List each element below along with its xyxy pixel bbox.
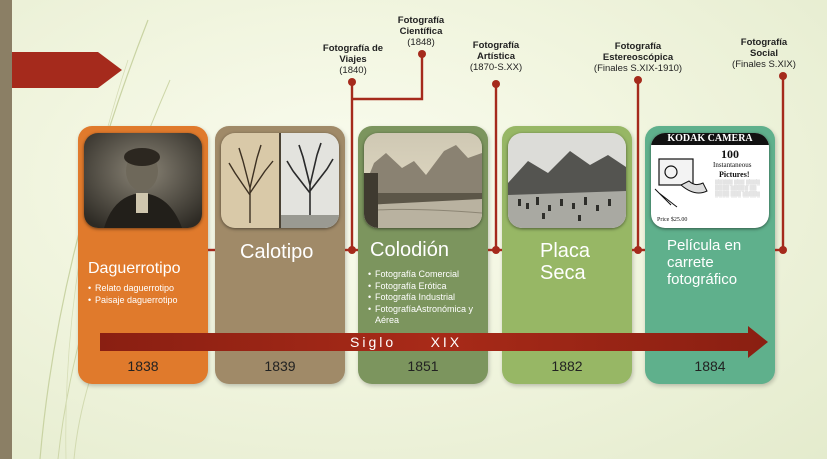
kodak-ad-price: Price $25.00 bbox=[657, 217, 688, 223]
bullet-list: Relato daguerrotipo Paisaje daguerrotipo bbox=[88, 283, 178, 306]
kodak-ad-count: 100 bbox=[721, 147, 739, 161]
card-year: 1882 bbox=[551, 358, 583, 374]
bullet-item: Paisaje daguerrotipo bbox=[88, 295, 178, 307]
kodak-ad-line1: Instantaneous bbox=[713, 161, 752, 169]
label-date: (Finales S.XIX) bbox=[732, 59, 796, 70]
bullet-item: Fotografía Comercial bbox=[368, 269, 486, 281]
card-title: Colodión bbox=[370, 239, 449, 261]
card-pelicula: KODAK CAMERA 100 Instantaneous Pictures!… bbox=[645, 126, 775, 384]
label-name: Fotografía Estereoscópica bbox=[602, 41, 674, 63]
label-name: Fotografía de Viajes bbox=[322, 43, 384, 65]
card-year: 1884 bbox=[694, 358, 726, 374]
bullet-item: FotografíaAstronómica y Aérea bbox=[368, 304, 486, 327]
card-title: Placa Seca bbox=[540, 240, 591, 284]
card-title: Película en carrete fotográfico bbox=[667, 237, 742, 288]
label-date: (1840) bbox=[339, 65, 367, 76]
card-year: 1839 bbox=[264, 358, 296, 374]
label-date: (1848) bbox=[407, 37, 435, 48]
label-name: Fotografía Social bbox=[740, 37, 788, 59]
left-accent-bar bbox=[0, 0, 12, 459]
label-fotografia-artistica: Fotografía Artística (1870-S.XX) bbox=[459, 40, 533, 73]
card-calotipo: Calotipo 1839 bbox=[215, 126, 345, 384]
label-fotografia-estereoscopica: Fotografía Estereoscópica (Finales S.XIX… bbox=[588, 41, 688, 74]
label-date: (Finales S.XIX-1910) bbox=[593, 63, 683, 74]
header-arrow-shape bbox=[12, 52, 122, 88]
kodak-ad-image: KODAK CAMERA 100 Instantaneous Pictures!… bbox=[651, 133, 769, 228]
card-title: Calotipo bbox=[240, 241, 314, 263]
kodak-ad-header: KODAK CAMERA bbox=[651, 133, 769, 145]
card-year: 1838 bbox=[127, 358, 159, 374]
kodak-ad-fine-print: ░░░░░ ░░░ ░░░░░░░░ ░░░░░ ░░░░░░ ░░░ ░░░░… bbox=[715, 181, 761, 198]
decorative-line bbox=[39, 19, 149, 459]
label-name: Fotografía Científica bbox=[397, 15, 445, 37]
label-fotografia-cientifica: Fotografía Científica (1848) bbox=[386, 15, 456, 48]
bullet-item: Fotografía Erótica bbox=[368, 281, 486, 293]
siglo-xix-label: Siglo XIX bbox=[350, 334, 463, 350]
colodion-photo bbox=[364, 133, 482, 228]
card-daguerrotipo: Daguerrotipo Relato daguerrotipo Paisaje… bbox=[78, 126, 208, 384]
card-title: Daguerrotipo bbox=[88, 260, 181, 277]
card-year: 1851 bbox=[407, 358, 439, 374]
bullet-item: Relato daguerrotipo bbox=[88, 283, 178, 295]
label-fotografia-social: Fotografía Social (Finales S.XIX) bbox=[728, 37, 800, 70]
bullet-list: Fotografía Comercial Fotografía Erótica … bbox=[368, 269, 486, 327]
placa-seca-photo bbox=[508, 133, 626, 228]
label-name: Fotografía Artística bbox=[472, 40, 520, 62]
bullet-item: Fotografía Industrial bbox=[368, 292, 486, 304]
kodak-ad-line2: Pictures! bbox=[719, 170, 750, 179]
card-placa-seca: Placa Seca 1882 bbox=[502, 126, 632, 384]
calotipo-photo bbox=[221, 133, 339, 228]
daguerrotipo-photo bbox=[84, 133, 202, 228]
camera-illustration bbox=[654, 158, 708, 208]
label-fotografia-viajes: Fotografía de Viajes (1840) bbox=[318, 43, 388, 76]
label-date: (1870-S.XX) bbox=[469, 62, 523, 73]
